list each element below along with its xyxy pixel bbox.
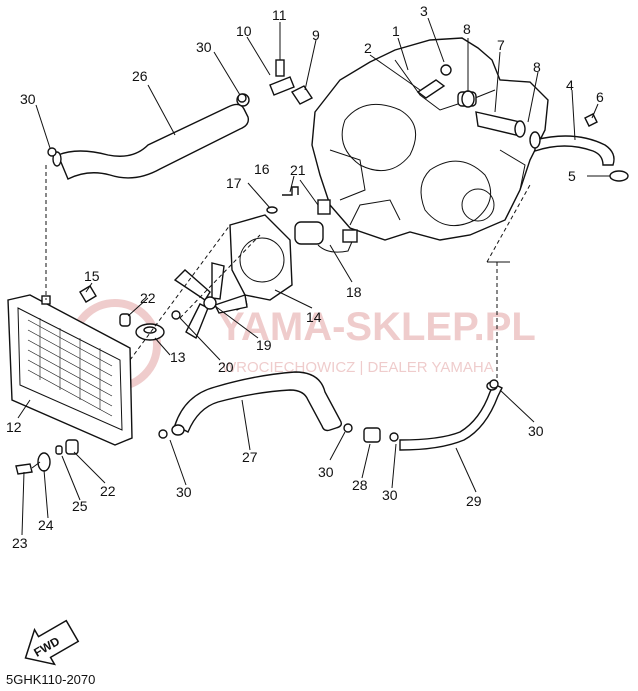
collar-20 — [171, 310, 181, 320]
callout-19: 19 — [256, 337, 272, 353]
callout-30-center-right: 30 — [382, 487, 398, 503]
callout-24: 24 — [38, 517, 54, 533]
callout-12: 12 — [6, 419, 22, 435]
fan-19 — [173, 262, 248, 340]
pipe-28 — [363, 427, 381, 443]
callout-20: 20 — [218, 359, 234, 375]
callout-7: 7 — [497, 37, 505, 53]
callout-30-right: 30 — [528, 423, 544, 439]
callout-30-top: 30 — [196, 39, 212, 55]
watermark-sub-text: WROCIECHOWICZ | DEALER YAMAHA — [222, 359, 494, 376]
diagram-code: 5GHK110-2070 — [6, 672, 95, 687]
callout-27: 27 — [242, 449, 258, 465]
callout-8-right: 8 — [533, 59, 541, 75]
callout-9: 9 — [312, 27, 320, 43]
callout-6: 6 — [596, 89, 604, 105]
radiator-12 — [7, 285, 133, 446]
callout-8-upper: 8 — [463, 21, 471, 37]
callout-22-lower: 22 — [100, 483, 116, 499]
callout-17: 17 — [226, 175, 242, 191]
fan-motor-21 — [294, 199, 358, 253]
bolts-16-17 — [266, 186, 299, 214]
callout-16: 16 — [254, 161, 270, 177]
callout-22-upper: 22 — [140, 290, 156, 306]
callout-21: 21 — [290, 162, 306, 178]
callout-26: 26 — [132, 68, 148, 84]
callout-labels: 1 2 3 4 5 6 7 8 8 9 10 11 12 13 14 15 16… — [6, 3, 604, 551]
callout-13: 13 — [170, 349, 186, 365]
hose-27 — [171, 371, 343, 436]
radiator-cap-13 — [135, 323, 165, 341]
leader-lines — [17, 17, 610, 536]
callout-14: 14 — [306, 309, 322, 325]
hose-26 — [52, 93, 250, 180]
callout-1: 1 — [392, 23, 400, 39]
callout-23: 23 — [12, 535, 28, 551]
fan-shroud-14 — [229, 214, 293, 311]
watermark-main-text: YAMA-SKLEP.PL — [218, 305, 536, 349]
callout-29: 29 — [466, 493, 482, 509]
hose-4 — [529, 113, 629, 182]
callout-10: 10 — [236, 23, 252, 39]
lower-mount-hardware — [15, 439, 79, 475]
callout-3: 3 — [420, 3, 428, 19]
grommet-22-upper — [119, 313, 131, 327]
callout-30-left: 30 — [20, 91, 36, 107]
callout-25: 25 — [72, 498, 88, 514]
callout-28: 28 — [352, 477, 368, 493]
callout-30-center: 30 — [318, 464, 334, 480]
engine-block — [311, 37, 549, 241]
callout-2: 2 — [364, 40, 372, 56]
callout-15: 15 — [84, 268, 100, 284]
callout-4: 4 — [566, 77, 574, 93]
callout-30-lower-left: 30 — [176, 484, 192, 500]
callout-5: 5 — [568, 168, 576, 184]
forward-direction-arrow: FWD — [24, 619, 80, 666]
callout-18: 18 — [346, 284, 362, 300]
hose-clamps — [47, 93, 499, 442]
fitting-9-10-11 — [269, 59, 314, 105]
hose-29 — [399, 381, 503, 451]
callout-11: 11 — [272, 7, 287, 23]
